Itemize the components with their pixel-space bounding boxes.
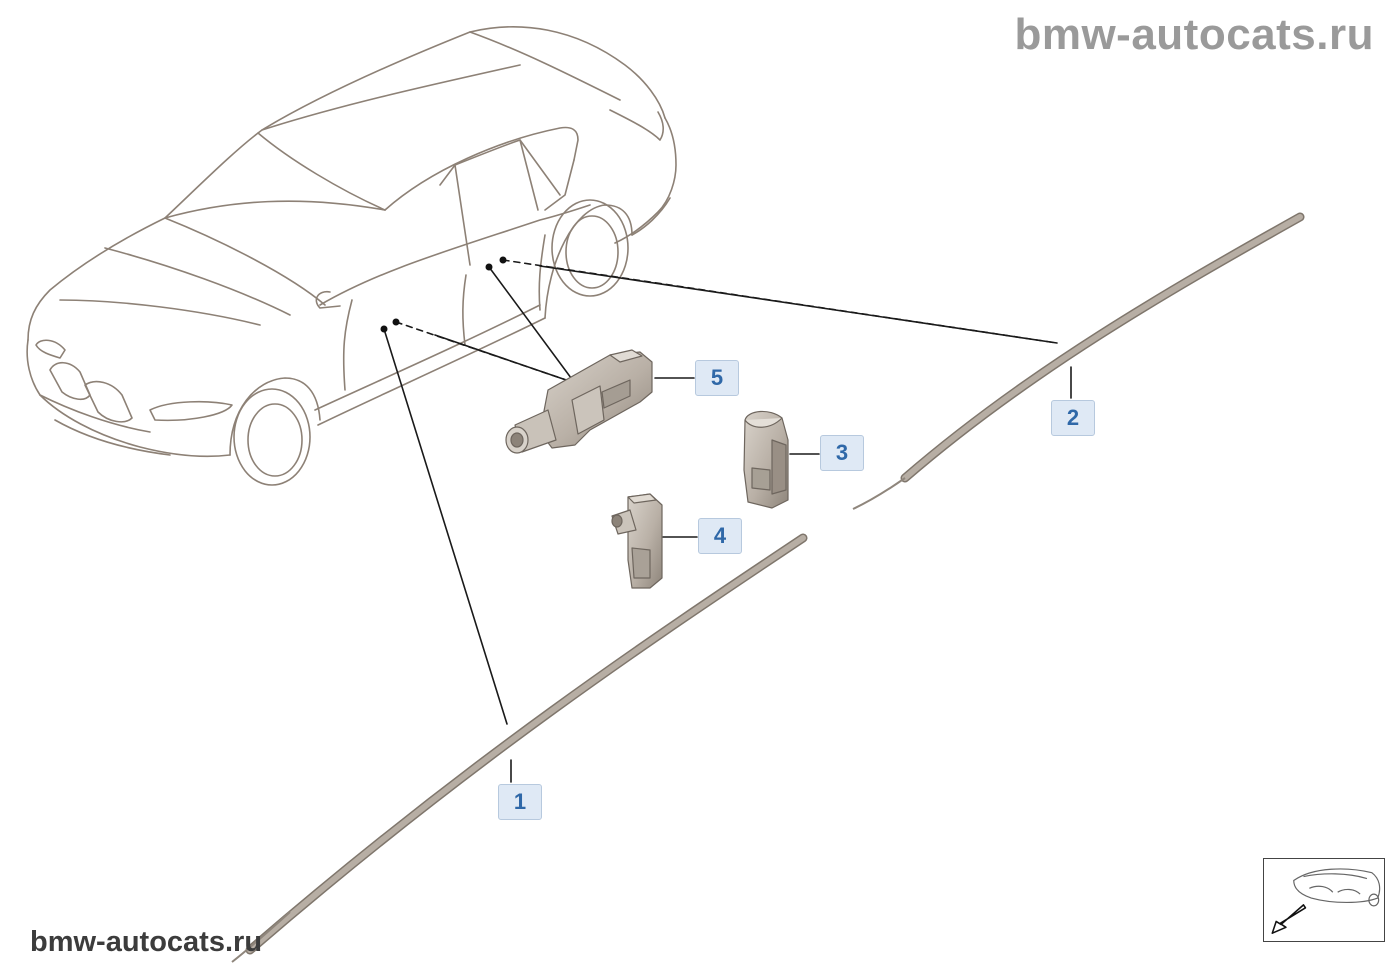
leader-points bbox=[380, 256, 507, 333]
connector-part-3 bbox=[743, 410, 789, 509]
front-view-arrow-icon bbox=[1271, 868, 1381, 934]
trim-strip-part-1 bbox=[231, 533, 808, 963]
trim-strip-part-2 bbox=[852, 212, 1305, 510]
callout-part-5[interactable]: 5 bbox=[695, 360, 739, 396]
leader-lines bbox=[383, 259, 1072, 783]
callout-part-4[interactable]: 4 bbox=[698, 518, 742, 554]
watermark-top: bmw-autocats.ru bbox=[1014, 10, 1374, 59]
callout-part-3[interactable]: 3 bbox=[820, 435, 864, 471]
watermark-bottom: bmw-autocats.ru bbox=[30, 926, 263, 958]
callout-part-1[interactable]: 1 bbox=[498, 784, 542, 820]
car-outline bbox=[26, 26, 677, 486]
front-view-nav-button[interactable] bbox=[1263, 858, 1385, 942]
callout-part-2[interactable]: 2 bbox=[1051, 400, 1095, 436]
connector-part-5 bbox=[505, 349, 653, 454]
connector-part-4 bbox=[611, 493, 663, 589]
